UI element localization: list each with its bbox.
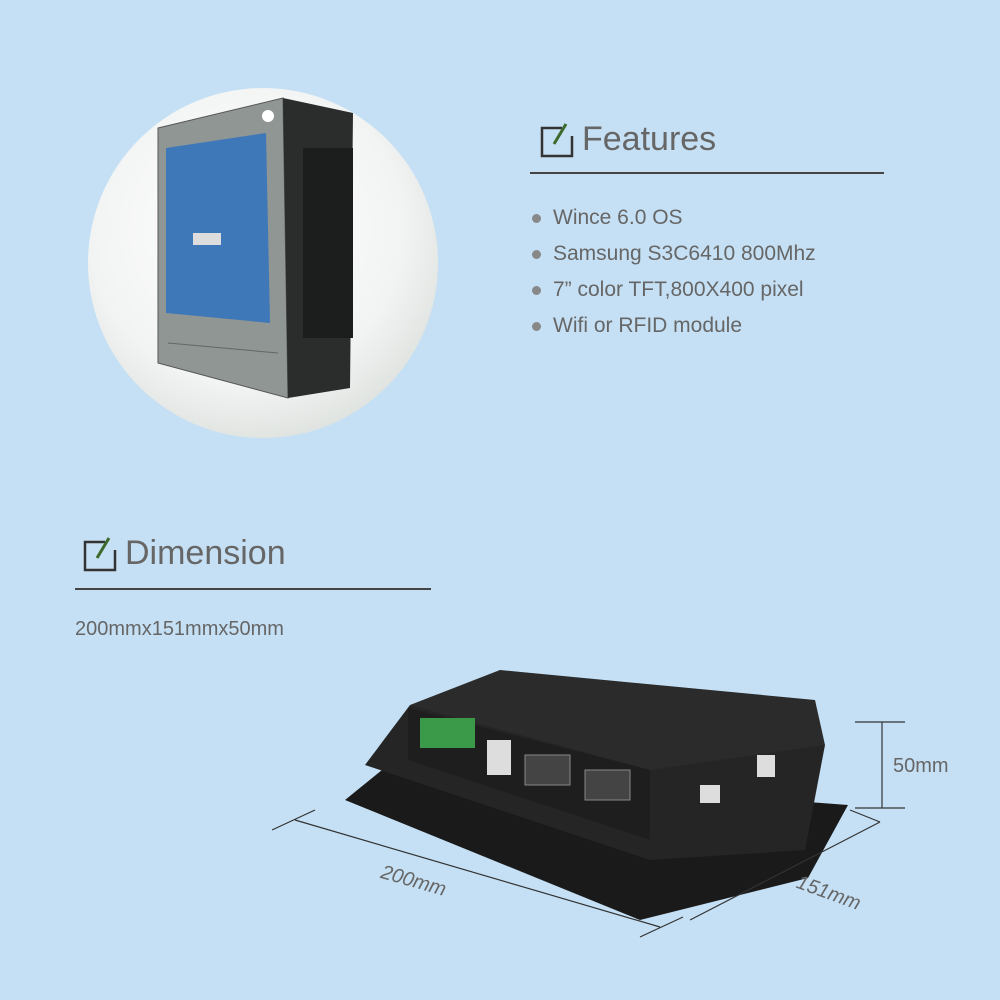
dimension-divider <box>75 588 431 590</box>
dimension-title: Dimension <box>125 534 286 572</box>
feature-item: Wifi or RFID module <box>532 308 816 344</box>
height-label: 50mm <box>893 755 949 777</box>
feature-text: 7” color TFT,800X400 pixel <box>553 278 804 301</box>
product-front-photo <box>88 88 438 438</box>
feature-item: Wince 6.0 OS <box>532 200 816 236</box>
features-list: Wince 6.0 OS Samsung S3C6410 800Mhz 7” c… <box>532 200 816 344</box>
features-divider <box>530 172 884 174</box>
note-pen-icon <box>83 536 117 571</box>
note-pen-icon <box>540 122 574 157</box>
bullet-icon <box>532 285 541 295</box>
features-title: Features <box>582 120 717 158</box>
features-heading: Features <box>540 120 716 159</box>
feature-item: 7” color TFT,800X400 pixel <box>532 272 816 308</box>
bullet-icon <box>532 249 541 259</box>
feature-text: Wince 6.0 OS <box>553 206 683 229</box>
bullet-icon <box>532 213 541 223</box>
bullet-icon <box>532 321 541 331</box>
dimension-value: 200mmx151mmx50mm <box>75 618 284 640</box>
feature-item: Samsung S3C6410 800Mhz <box>532 236 816 272</box>
dimension-heading: Dimension <box>83 534 286 573</box>
feature-text: Samsung S3C6410 800Mhz <box>553 242 816 265</box>
feature-text: Wifi or RFID module <box>553 314 743 337</box>
